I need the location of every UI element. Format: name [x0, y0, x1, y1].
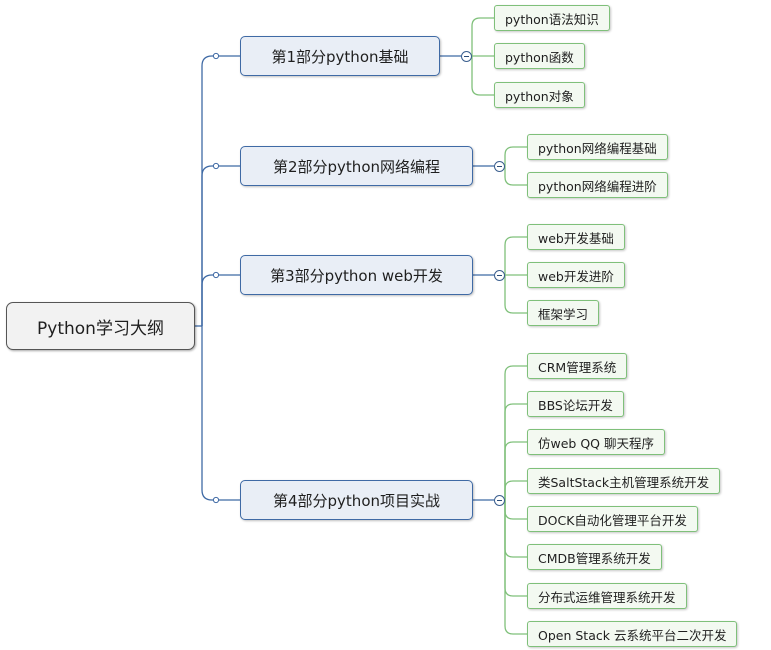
section-4-leaf-1 — [504, 365, 527, 500]
section-2-leaf-2 — [504, 166, 527, 186]
section-2-leaf-1 — [504, 146, 527, 166]
leaf-webqq-chat[interactable]: 仿web QQ 聊天程序 — [527, 429, 665, 455]
section-1-leaf-3 — [471, 56, 494, 96]
leaf-openstack-dev[interactable]: Open Stack 云系统平台二次开发 — [527, 621, 738, 647]
section-4-topic[interactable]: 第4部分python项目实战 — [240, 480, 473, 520]
section-1-leaf-1 — [471, 17, 494, 56]
collapse-section-3-icon[interactable] — [494, 270, 505, 281]
leaf-dock-automation[interactable]: DOCK自动化管理平台开发 — [527, 506, 698, 532]
collapse-section-2-icon[interactable] — [494, 161, 505, 172]
section-3-leaf-3 — [504, 275, 527, 314]
collapse-section-4-icon[interactable] — [494, 495, 505, 506]
branch-dot-3 — [212, 271, 220, 279]
branch-section-1 — [201, 55, 240, 326]
branch-dot-4 — [212, 496, 220, 504]
section-3-leaf-1 — [504, 236, 527, 275]
leaf-crm-system[interactable]: CRM管理系统 — [527, 353, 628, 379]
leaf-cmdb-system[interactable]: CMDB管理系统开发 — [527, 544, 662, 570]
section-1-topic[interactable]: 第1部分python基础 — [240, 36, 440, 76]
leaf-frameworks[interactable]: 框架学习 — [527, 300, 600, 326]
collapse-section-1-icon[interactable] — [461, 51, 472, 62]
leaf-saltstack-host-mgmt[interactable]: 类SaltStack主机管理系统开发 — [527, 468, 721, 494]
section-4-leaf-4 — [504, 480, 527, 500]
section-3-topic[interactable]: 第3部分python web开发 — [240, 255, 473, 295]
leaf-bbs-forum[interactable]: BBS论坛开发 — [527, 391, 624, 417]
branch-section-2 — [201, 165, 240, 326]
branch-dot-2 — [212, 162, 220, 170]
section-2-topic[interactable]: 第2部分python网络编程 — [240, 146, 473, 186]
leaf-python-objects[interactable]: python对象 — [494, 82, 585, 108]
branch-dot-1 — [212, 52, 220, 60]
section-4-leaf-3 — [504, 441, 527, 500]
leaf-python-functions[interactable]: python函数 — [494, 43, 585, 69]
section-4-leaf-6 — [504, 500, 527, 558]
section-4-leaf-8 — [504, 500, 527, 635]
section-4-leaf-5 — [504, 500, 527, 520]
leaf-distributed-ops[interactable]: 分布式运维管理系统开发 — [527, 583, 687, 609]
leaf-network-basics[interactable]: python网络编程基础 — [527, 134, 668, 160]
leaf-web-basics[interactable]: web开发基础 — [527, 224, 625, 250]
branch-section-4 — [201, 326, 240, 501]
leaf-web-advanced[interactable]: web开发进阶 — [527, 262, 625, 288]
section-4-leaf-7 — [504, 500, 527, 597]
branch-section-3 — [201, 274, 240, 326]
section-4-leaf-2 — [504, 403, 527, 500]
leaf-python-syntax[interactable]: python语法知识 — [494, 5, 610, 31]
leaf-network-advanced[interactable]: python网络编程进阶 — [527, 172, 668, 198]
root-topic[interactable]: Python学习大纲 — [6, 302, 195, 350]
